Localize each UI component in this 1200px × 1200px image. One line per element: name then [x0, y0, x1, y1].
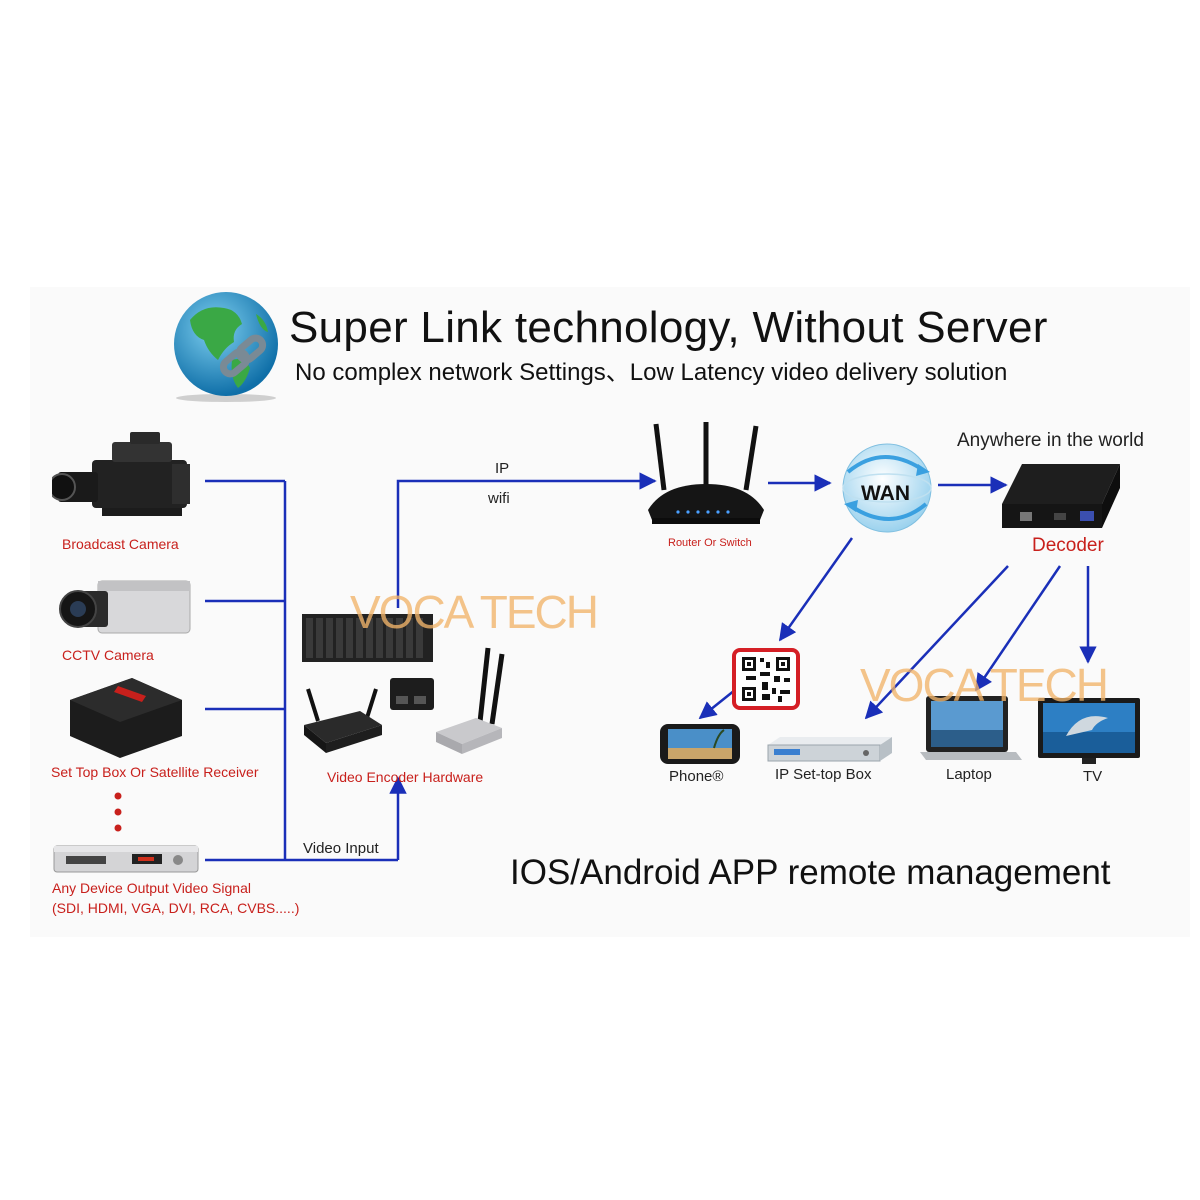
wan-cloud-icon — [842, 443, 932, 533]
4g-encoder-icon — [436, 647, 505, 754]
decoder-device-icon — [1002, 464, 1120, 528]
laptop-icon — [920, 696, 1022, 760]
link-decoder-to-laptop — [974, 565, 1062, 692]
watermark-encoder: VOCA TECH — [350, 586, 599, 638]
cctv-camera-icon — [59, 580, 191, 634]
video-input-label: Video Input — [303, 840, 379, 857]
rack-encoder-icon — [302, 614, 433, 662]
page-title: Super Link technology, Without Server — [289, 303, 1048, 352]
any-device-signal-types: (SDI, HDMI, VGA, DVI, RCA, CVBS.....) — [52, 900, 300, 916]
decoder-label: Decoder — [1032, 535, 1104, 556]
globe-chain-icon — [174, 292, 278, 402]
page-subtitle: No complex network Settings、Low Latency … — [295, 359, 1008, 386]
wan-label: WAN — [861, 482, 910, 505]
set-top-box-label: Set Top Box Or Satellite Receiver — [51, 764, 259, 780]
any-device-label: Any Device Output Video Signal — [52, 880, 251, 896]
link-qr-to-phone — [698, 689, 736, 720]
tv-icon — [1038, 698, 1140, 764]
video-encoder-label: Video Encoder Hardware — [327, 769, 484, 785]
link-wan-to-qr — [778, 537, 854, 642]
tv-label: TV — [1083, 768, 1103, 785]
laptop-label: Laptop — [946, 766, 992, 783]
qr-code-icon[interactable] — [732, 648, 800, 710]
set-top-box-icon — [70, 678, 182, 758]
wifi-encoder-icon — [304, 688, 382, 753]
cctv-camera-label: CCTV Camera — [62, 647, 154, 663]
link-encoder-to-router — [396, 472, 657, 608]
phone-label: Phone® — [669, 768, 724, 785]
phone-icon — [660, 724, 740, 764]
ip-set-top-box-label: IP Set-top Box — [775, 766, 872, 783]
broadcast-camera-label: Broadcast Camera — [62, 536, 179, 552]
watermark-endpoints: VOCA TECH — [860, 659, 1109, 711]
link-decoder-to-settop — [864, 565, 1009, 720]
ip-set-top-box-icon — [767, 737, 892, 762]
anywhere-label: Anywhere in the world — [957, 430, 1144, 451]
more-devices-ellipsis-icon — [114, 792, 122, 832]
wifi-label: wifi — [488, 490, 510, 507]
router-icon — [648, 422, 764, 524]
dvd-player-icon — [53, 845, 199, 873]
broadcast-camera-icon — [52, 432, 190, 516]
ip-label: IP — [495, 460, 510, 477]
router-label: Router Or Switch — [668, 537, 752, 549]
hdmi-encoder-icon — [390, 678, 434, 710]
app-management-caption: IOS/Android APP remote management — [510, 853, 1111, 892]
